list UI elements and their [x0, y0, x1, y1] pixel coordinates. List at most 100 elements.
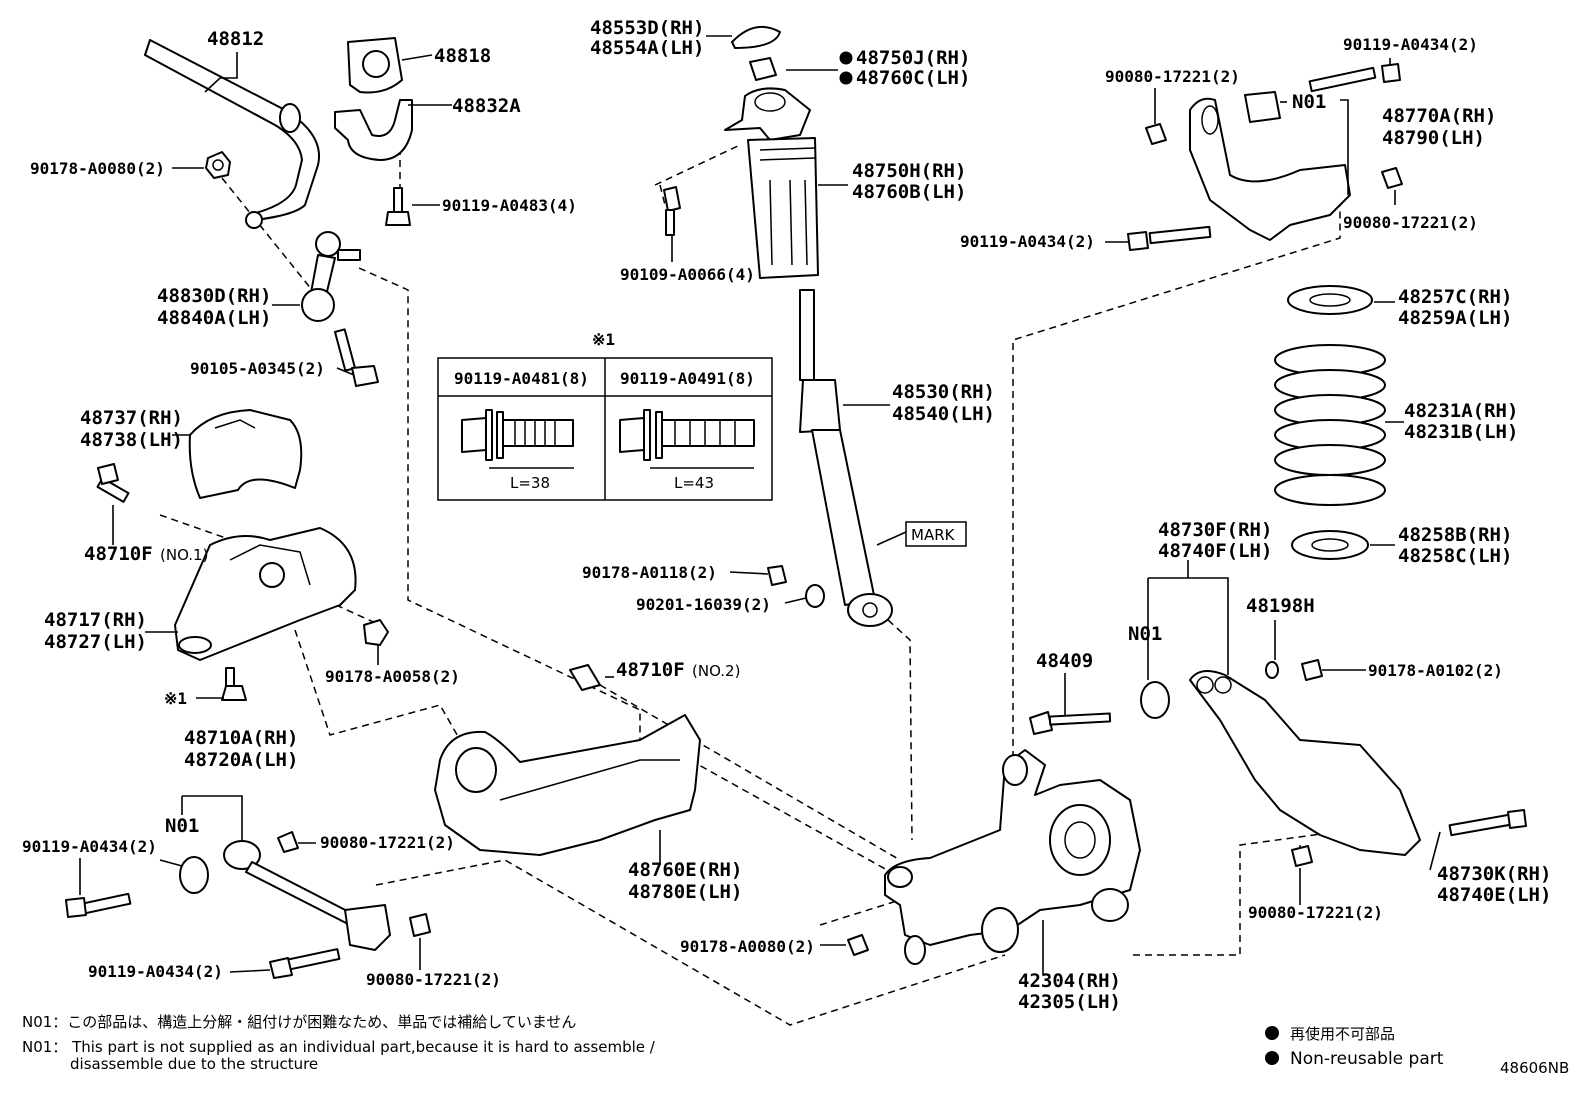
shock-absorber: [767, 289, 893, 627]
label-n01-upper: N01: [1292, 91, 1326, 113]
suspension-member-bracket: [174, 527, 357, 661]
trailing-arm-48760e: [434, 664, 701, 856]
label-48760e: 48760E(RH): [628, 859, 742, 881]
bolt-a0481-drawing: [461, 409, 574, 469]
non-reusable-dot-48750j: [839, 51, 853, 65]
label-48198h: 48198H: [1246, 595, 1315, 617]
label-n01-lower: N01: [1128, 623, 1162, 645]
bolt-a0491-drawing: [619, 409, 755, 469]
label-48730f: 48730F(RH): [1158, 519, 1272, 541]
note-n01-japanese: N01：この部品は、構造上分解・組付けが困難なため、単品では補給していません: [22, 1013, 576, 1031]
label-48710a: 48710A(RH): [184, 727, 298, 749]
label-48760b: 48760B(LH): [852, 181, 966, 203]
table-header-a0481: 90119-A0481(8): [454, 369, 589, 388]
strut-upper-parts: [663, 25, 819, 279]
label-42304: 42304(RH): [1018, 970, 1121, 992]
label-48780e: 48780E(LH): [628, 881, 742, 903]
label-90178-a0080-right: 90178-A0080(2): [680, 937, 815, 956]
stabilizer-bar: [144, 39, 320, 229]
label-48760c: 48760C(LH): [856, 67, 970, 89]
label-90080-a: 90080-17221(2): [320, 833, 455, 852]
label-48231a: 48231A(RH): [1404, 400, 1518, 422]
bushing-bracket: [334, 99, 413, 161]
label-48530: 48530(RH): [892, 381, 995, 403]
label-48738: 48738(LH): [80, 429, 183, 451]
label-90119-a0483: 90119-A0483(4): [442, 196, 577, 215]
label-48750j: 48750J(RH): [856, 47, 970, 69]
label-48717: 48717(RH): [44, 609, 147, 631]
label-48710f-no2: 48710F: [616, 659, 685, 681]
table-length-43: L=43: [674, 474, 714, 492]
label-48818: 48818: [434, 45, 491, 67]
label-48727: 48727(LH): [44, 631, 147, 653]
label-90119-a0434-top: 90119-A0434(2): [1343, 35, 1478, 54]
label-90080-b: 90080-17221(2): [366, 970, 501, 989]
rear-axle-carrier: [847, 749, 1141, 965]
label-48812: 48812: [207, 28, 264, 50]
label-48740f: 48740F(LH): [1158, 540, 1272, 562]
label-n01-left: N01: [165, 815, 199, 837]
label-90119-a0434-a: 90119-A0434(2): [22, 837, 157, 856]
legend-text-jp: 再使用不可部品: [1290, 1025, 1395, 1043]
bolt-length-table: [437, 357, 773, 501]
legend-dot-jp: [1265, 1026, 1279, 1040]
footnotes: N01：この部品は、構造上分解・組付けが困難なため、単品では補給していません N…: [22, 1013, 656, 1073]
diagram-code: 48606NB: [1500, 1059, 1569, 1077]
label-48710f-no2-suffix: (NO.2): [692, 662, 740, 680]
label-90080-d: 90080-17221(2): [1248, 903, 1383, 922]
label-48257c: 48257C(RH): [1398, 286, 1512, 308]
legend-text-en: Non-reusable part: [1290, 1049, 1444, 1069]
label-48710f-no1: 48710F: [84, 543, 153, 565]
label-48553d: 48553D(RH): [590, 17, 704, 39]
label-48832a: 48832A: [452, 95, 521, 117]
label-48730k: 48730K(RH): [1437, 863, 1551, 885]
note-n01-english-line2: disassemble due to the structure: [70, 1055, 318, 1073]
label-48231b: 48231B(LH): [1404, 421, 1518, 443]
label-48258b: 48258B(RH): [1398, 524, 1512, 546]
label-48258c: 48258C(LH): [1398, 545, 1512, 567]
label-48790: 48790(LH): [1382, 127, 1485, 149]
cover-48737: [188, 409, 303, 499]
label-48750h: 48750H(RH): [852, 160, 966, 182]
label-90080-c: 90080-17221(2): [1343, 213, 1478, 232]
leader-lines: [79, 35, 1441, 975]
upper-arm-48770a: [1127, 63, 1403, 251]
mark-box: [905, 521, 967, 547]
label-42305: 42305(LH): [1018, 991, 1121, 1013]
label-48720a: 48720A(LH): [184, 749, 298, 771]
table-length-38: L=38: [510, 474, 550, 492]
table-header-a0491: 90119-A0491(8): [620, 369, 755, 388]
legend-dot-en: [1265, 1051, 1279, 1065]
label-90119-a0434-c: 90119-A0434(2): [960, 232, 1095, 251]
label-90178-a0080-left: 90178-A0080(2): [30, 159, 165, 178]
note-n01-english-line1: N01： This part is not supplied as an ind…: [22, 1038, 656, 1056]
label-48409: 48409: [1036, 650, 1093, 672]
label-ref1-left: ※1: [164, 689, 187, 708]
label-90105: 90105-A0345(2): [190, 359, 325, 378]
part-labels: 48812 48818 48832A 90178-A0080(2) 90119-…: [22, 17, 1551, 1013]
label-90178-a0118: 90178-A0118(2): [582, 563, 717, 582]
label-mark: MARK: [911, 526, 956, 544]
label-48737: 48737(RH): [80, 407, 183, 429]
label-48259a: 48259A(LH): [1398, 307, 1512, 329]
legend: 再使用不可部品 Non-reusable part: [1265, 1025, 1444, 1069]
stabilizer-bushing: [347, 37, 403, 94]
stabilizer-link: [301, 231, 361, 322]
label-90201: 90201-16039(2): [636, 595, 771, 614]
label-90109: 90109-A0066(4): [620, 265, 755, 284]
label-48540: 48540(LH): [892, 403, 995, 425]
left-fasteners: [96, 151, 411, 701]
label-90178-a0102: 90178-A0102(2): [1368, 661, 1503, 680]
label-48740e: 48740E(LH): [1437, 884, 1551, 906]
label-48554a: 48554A(LH): [590, 37, 704, 59]
label-90119-a0434-b: 90119-A0434(2): [88, 962, 223, 981]
label-90080-top: 90080-17221(2): [1105, 67, 1240, 86]
lateral-link-48710a: [65, 831, 431, 979]
dashed-assembly-lines: [159, 144, 1411, 1026]
label-48770a: 48770A(RH): [1382, 105, 1496, 127]
label-ref1-table: ※1: [592, 330, 615, 349]
lower-arm-48730f: [1029, 659, 1527, 867]
label-90178-a0058: 90178-A0058(2): [325, 667, 460, 686]
